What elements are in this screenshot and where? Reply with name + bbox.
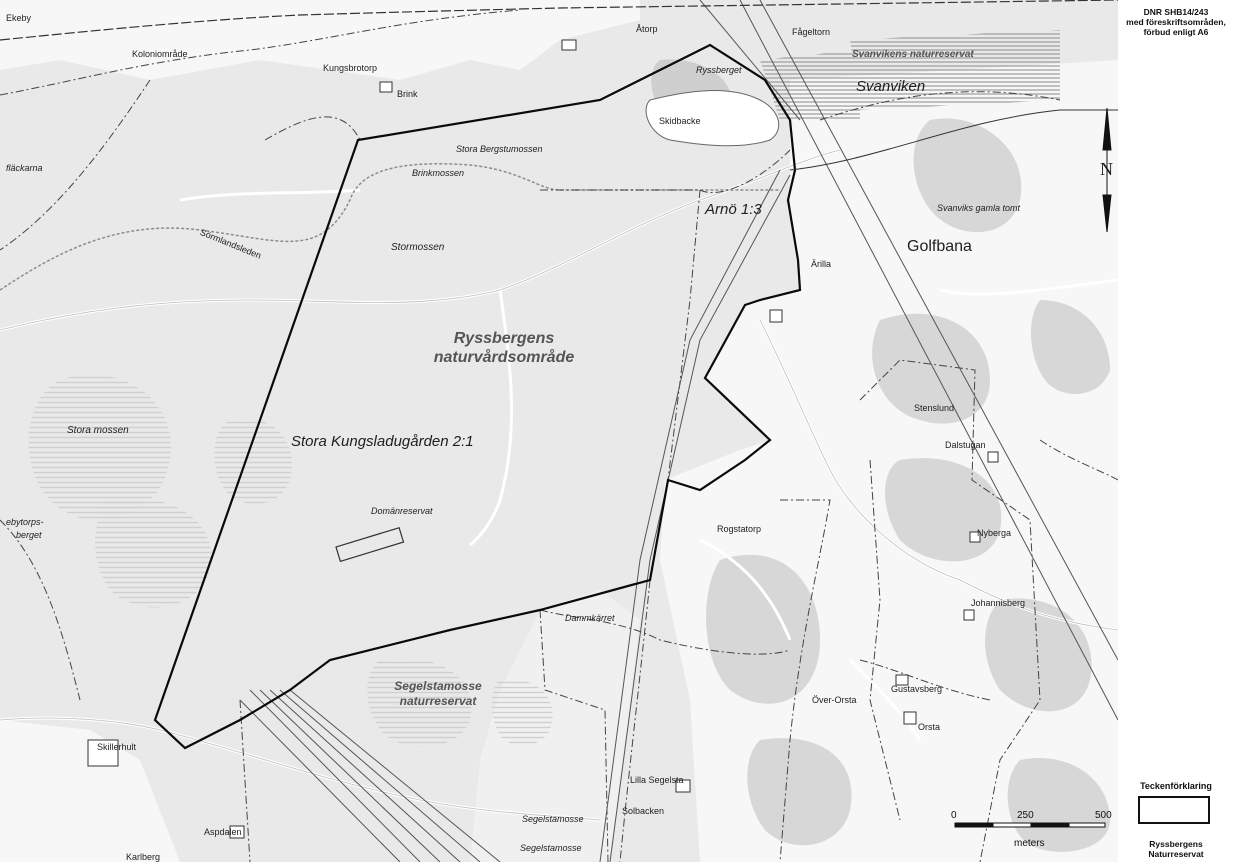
label-ebytorps-line2: berget bbox=[16, 530, 42, 540]
label-johannisberg: Johannisberg bbox=[971, 598, 1026, 608]
label-ryssberget: Ryssberget bbox=[696, 65, 742, 75]
label-aspdalen: Aspdalen bbox=[204, 827, 242, 837]
label-stenslund: Stenslund bbox=[914, 403, 955, 413]
label-lilla-segelsta: Lilla Segelsta bbox=[630, 775, 684, 785]
property-boundaries bbox=[0, 9, 1118, 862]
label-skillerhult: Skillerhult bbox=[97, 742, 137, 752]
label-stora-bergstumossen: Stora Bergstumossen bbox=[456, 144, 543, 154]
scale-tick-250: 250 bbox=[1017, 810, 1034, 821]
label-stora-kungsladugarden: Stora Kungsladugården 2:1 bbox=[291, 433, 474, 450]
scale-tick-0: 0 bbox=[951, 810, 957, 821]
label-ryssbergens-line2: naturvårdsområde bbox=[433, 349, 575, 366]
legend-panel: DNR SHB14/243 med föreskriftsområden, fö… bbox=[1118, 0, 1234, 862]
header-line2: med föreskriftsområden, bbox=[1126, 17, 1226, 27]
label-golfbana: Golfbana bbox=[907, 238, 972, 255]
label-svanviks-gamla-tomt: Svanviks gamla tomt bbox=[937, 203, 1021, 213]
buildings bbox=[87, 39, 999, 839]
north-arrow-label: N bbox=[1100, 159, 1113, 179]
legend-title: Teckenförklaring bbox=[1140, 781, 1212, 791]
label-ryssbergens-line1: Ryssbergens bbox=[453, 330, 555, 347]
legend-swatch bbox=[1138, 796, 1210, 824]
scale-bar bbox=[954, 822, 1106, 828]
scale-unit: meters bbox=[1014, 838, 1045, 849]
lake bbox=[645, 90, 780, 147]
domanreservat-area bbox=[335, 526, 405, 563]
label-over-orsta: Över-Orsta bbox=[812, 695, 857, 705]
label-stormossen: Stormossen bbox=[391, 242, 445, 253]
label-fageltorn: Fågeltorn bbox=[792, 27, 831, 37]
legend-item-line1: Ryssbergens bbox=[1149, 839, 1203, 849]
label-svanvikens-naturreservat: Svanvikens naturreservat bbox=[852, 49, 974, 60]
label-segelstamosse-line1: Segelstamosse bbox=[394, 679, 482, 693]
power-lines bbox=[239, 0, 1118, 862]
label-kungsbrotorp: Kungsbrotorp bbox=[323, 63, 378, 73]
scale-tick-500: 500 bbox=[1095, 810, 1112, 821]
label-svanviken: Svanviken bbox=[856, 78, 926, 95]
label-solbacken: Solbacken bbox=[622, 806, 665, 816]
label-segelstamosse-small2: Segelstamosse bbox=[520, 843, 582, 853]
label-flackarna: fläckarna bbox=[6, 163, 43, 173]
label-orsta: Orsta bbox=[918, 722, 941, 732]
label-rogstatorp: Rogstatorp bbox=[717, 524, 762, 534]
wetland-hatch bbox=[28, 30, 1060, 747]
label-arilla: Ärilla bbox=[811, 259, 832, 269]
label-nyberga: Nyberga bbox=[977, 528, 1012, 538]
label-segelstamosse-small: Segelstamosse bbox=[522, 814, 584, 824]
map-graphics bbox=[0, 0, 1118, 862]
label-brink: Brink bbox=[397, 89, 418, 99]
label-domanreservat: Domänreservat bbox=[371, 506, 433, 516]
label-dammkarret: Dammkärret bbox=[565, 613, 615, 623]
label-atorp: Åtorp bbox=[636, 24, 658, 34]
north-arrow-graphic bbox=[1102, 107, 1112, 233]
header-line3: förbud enligt A6 bbox=[1143, 27, 1209, 37]
label-karlberg: Karlberg bbox=[126, 852, 161, 862]
label-gustavsberg: Gustavsberg bbox=[891, 684, 943, 694]
trail bbox=[0, 163, 780, 291]
forest-patches bbox=[651, 59, 1110, 852]
label-brinkmossen: Brinkmossen bbox=[412, 168, 465, 178]
label-stora-mossen: Stora mossen bbox=[67, 425, 129, 436]
railway bbox=[0, 0, 1118, 41]
label-ebytorps-line1: ebytorps- bbox=[6, 517, 44, 527]
label-skidbacke: Skidbacke bbox=[659, 116, 701, 126]
reserve-boundary bbox=[153, 43, 802, 750]
header-line1: DNR SHB14/243 bbox=[1143, 7, 1209, 17]
label-dalstugan: Dalstugan bbox=[945, 440, 986, 450]
label-koloniomrade: Koloniområde bbox=[132, 49, 188, 59]
label-ekeby: Ekeby bbox=[6, 13, 32, 23]
map-view[interactable]: Ekeby Koloniområde Kungsbrotorp Brink Åt… bbox=[0, 0, 1118, 862]
label-arno: Arnö 1:3 bbox=[705, 201, 762, 218]
label-segelstamosse-line2: naturreservat bbox=[399, 694, 477, 708]
legend-item-line2: Naturreservat bbox=[1148, 849, 1204, 859]
